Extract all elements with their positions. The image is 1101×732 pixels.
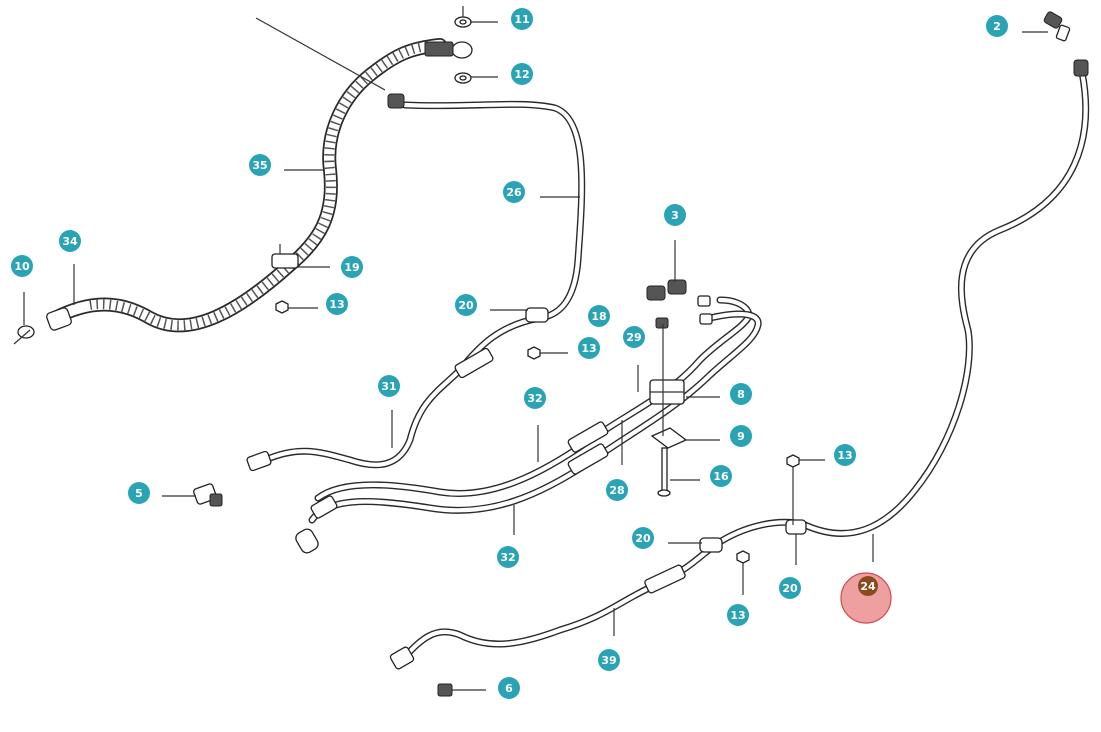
callout-29[interactable]: 29 (623, 326, 645, 348)
hose-24 (398, 68, 1090, 664)
fitting-6 (389, 646, 453, 697)
leader-lines (23, 6, 1048, 691)
svg-text:18: 18 (591, 310, 606, 323)
callout-19[interactable]: 19 (341, 256, 363, 278)
svg-text:29: 29 (626, 331, 641, 344)
svg-text:31: 31 (381, 380, 396, 393)
clamp-8 (649, 379, 685, 405)
bolt-16 (657, 447, 671, 497)
svg-text:9: 9 (737, 430, 745, 443)
nut-18 (655, 317, 669, 329)
hose-26 (261, 100, 586, 469)
svg-text:2: 2 (993, 20, 1001, 33)
callout-13[interactable]: 13 (727, 604, 749, 626)
callout-10[interactable]: 10 (11, 255, 33, 277)
svg-text:12: 12 (514, 68, 529, 81)
callout-13[interactable]: 13 (326, 293, 348, 315)
svg-text:8: 8 (737, 388, 745, 401)
callout-32[interactable]: 32 (497, 546, 519, 568)
svg-text:20: 20 (782, 582, 798, 595)
svg-text:32: 32 (527, 392, 542, 405)
svg-text:20: 20 (635, 532, 651, 545)
svg-text:35: 35 (252, 159, 267, 172)
callout-39[interactable]: 39 (598, 649, 620, 671)
callout-31[interactable]: 31 (378, 375, 400, 397)
callout-28[interactable]: 28 (606, 479, 628, 501)
elbow-fitting-2 (1043, 11, 1089, 77)
callout-12[interactable]: 12 (511, 63, 533, 85)
hose-lines (48, 38, 1090, 664)
hose-couplings (246, 347, 686, 594)
svg-text:6: 6 (505, 682, 513, 695)
svg-text:5: 5 (135, 487, 143, 500)
callout-24-highlighted[interactable]: 24 (840, 572, 892, 624)
callout-26[interactable]: 26 (503, 181, 525, 203)
svg-text:34: 34 (62, 235, 78, 248)
svg-text:13: 13 (581, 342, 596, 355)
hose-32-lower (308, 310, 762, 524)
svg-text:39: 39 (601, 654, 616, 667)
callouts: 11 12 2 35 26 3 34 10 19 13 20 18 13 29 … (11, 8, 1008, 699)
callout-9[interactable]: 9 (730, 425, 752, 447)
callout-20[interactable]: 20 (632, 527, 654, 549)
callout-3[interactable]: 3 (664, 204, 686, 226)
banjo-fitting (387, 16, 473, 109)
callout-20[interactable]: 20 (779, 577, 801, 599)
clamp-19 (271, 244, 299, 269)
end-fitting-10 (13, 307, 72, 345)
svg-text:13: 13 (837, 449, 852, 462)
callout-32[interactable]: 32 (524, 387, 546, 409)
lower-connectors (295, 528, 319, 554)
svg-text:28: 28 (609, 484, 624, 497)
plate-9 (650, 427, 688, 449)
callout-16[interactable]: 16 (710, 465, 732, 487)
callout-18[interactable]: 18 (588, 305, 610, 327)
callout-35[interactable]: 35 (249, 154, 271, 176)
svg-text:19: 19 (344, 261, 359, 274)
svg-text:26: 26 (506, 186, 522, 199)
svg-text:13: 13 (329, 298, 344, 311)
svg-text:10: 10 (14, 260, 30, 273)
clamps-20 (525, 307, 807, 553)
callout-13[interactable]: 13 (578, 337, 600, 359)
elbow-fitting-5 (193, 483, 223, 507)
callout-11[interactable]: 11 (511, 8, 533, 30)
fittings-3 (646, 279, 713, 325)
callout-8[interactable]: 8 (730, 383, 752, 405)
svg-text:16: 16 (713, 470, 729, 483)
hose-35 (48, 38, 447, 333)
callout-6[interactable]: 6 (498, 677, 520, 699)
svg-text:32: 32 (500, 551, 515, 564)
callout-34[interactable]: 34 (59, 230, 81, 252)
bolts-13 (275, 300, 800, 564)
svg-text:13: 13 (730, 609, 745, 622)
svg-text:24: 24 (860, 580, 876, 593)
callout-2[interactable]: 2 (986, 15, 1008, 37)
svg-text:3: 3 (671, 209, 679, 222)
callout-20[interactable]: 20 (455, 294, 477, 316)
parts (13, 11, 1089, 697)
callout-5[interactable]: 5 (128, 482, 150, 504)
svg-text:11: 11 (514, 13, 529, 26)
svg-text:20: 20 (458, 299, 474, 312)
callout-13[interactable]: 13 (834, 444, 856, 466)
